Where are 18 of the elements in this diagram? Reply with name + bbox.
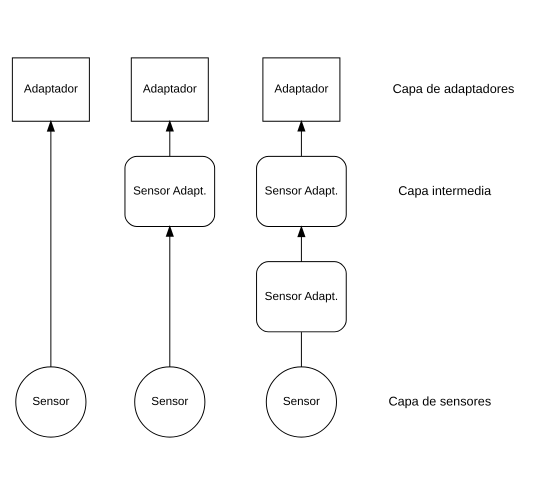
label: Capa intermedia xyxy=(398,184,492,198)
node-box: Adaptador xyxy=(262,57,340,122)
node-circle: Sensor xyxy=(266,366,337,438)
connector xyxy=(300,332,302,368)
label: Capa de sensores xyxy=(388,394,492,408)
node-circle: Sensor xyxy=(15,366,86,438)
arrow xyxy=(166,120,174,157)
node-box: Adaptador xyxy=(12,57,90,122)
arrow xyxy=(297,225,306,262)
node-box: Sensor Adapt. xyxy=(124,156,216,228)
arrow xyxy=(46,120,55,368)
node-box: Sensor Adapt. xyxy=(256,261,347,332)
node-circle: Sensor xyxy=(134,366,206,438)
node-box: Sensor Adapt. xyxy=(256,156,347,228)
node-box: Adaptador xyxy=(130,57,209,122)
arrow xyxy=(166,225,174,368)
label: Capa de adaptadores xyxy=(392,82,514,96)
arrow xyxy=(297,120,306,157)
